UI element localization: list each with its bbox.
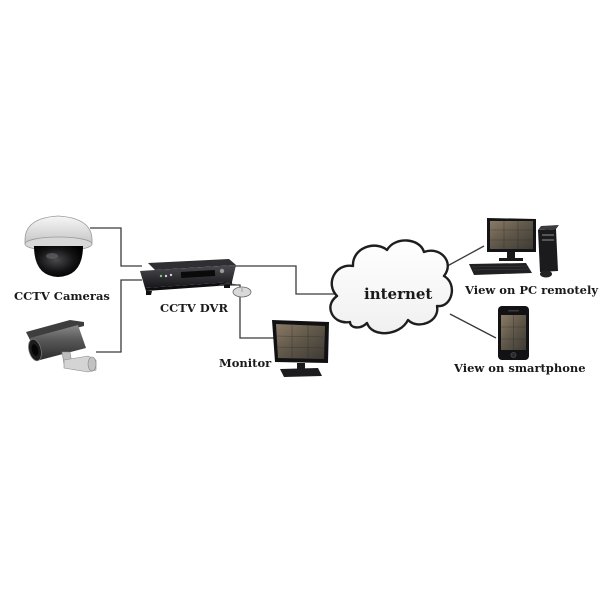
- edge-internet-smartphone: [449, 313, 497, 339]
- cloud-icon: [329, 239, 454, 335]
- pc-label: View on PC remotely: [465, 283, 599, 297]
- dvr-label: CCTV DVR: [160, 301, 229, 315]
- desktop-computer-icon: [469, 218, 559, 278]
- edge-bullet-camera-dvr: [96, 279, 142, 353]
- internet-label: internet: [364, 285, 433, 303]
- monitor-label: Monitor: [219, 356, 272, 370]
- dvr-icon: [140, 259, 236, 295]
- dome-camera-icon: [24, 215, 93, 277]
- smartphone-icon: [498, 306, 529, 360]
- smartphone-label: View on smartphone: [454, 361, 586, 375]
- cameras-label: CCTV Cameras: [14, 289, 110, 303]
- edge-dome-camera-dvr: [90, 227, 142, 267]
- monitor-icon: [272, 320, 329, 377]
- mouse-icon: [217, 283, 252, 298]
- edge-dvr-internet: [232, 265, 336, 295]
- bullet-camera-icon: [26, 320, 97, 373]
